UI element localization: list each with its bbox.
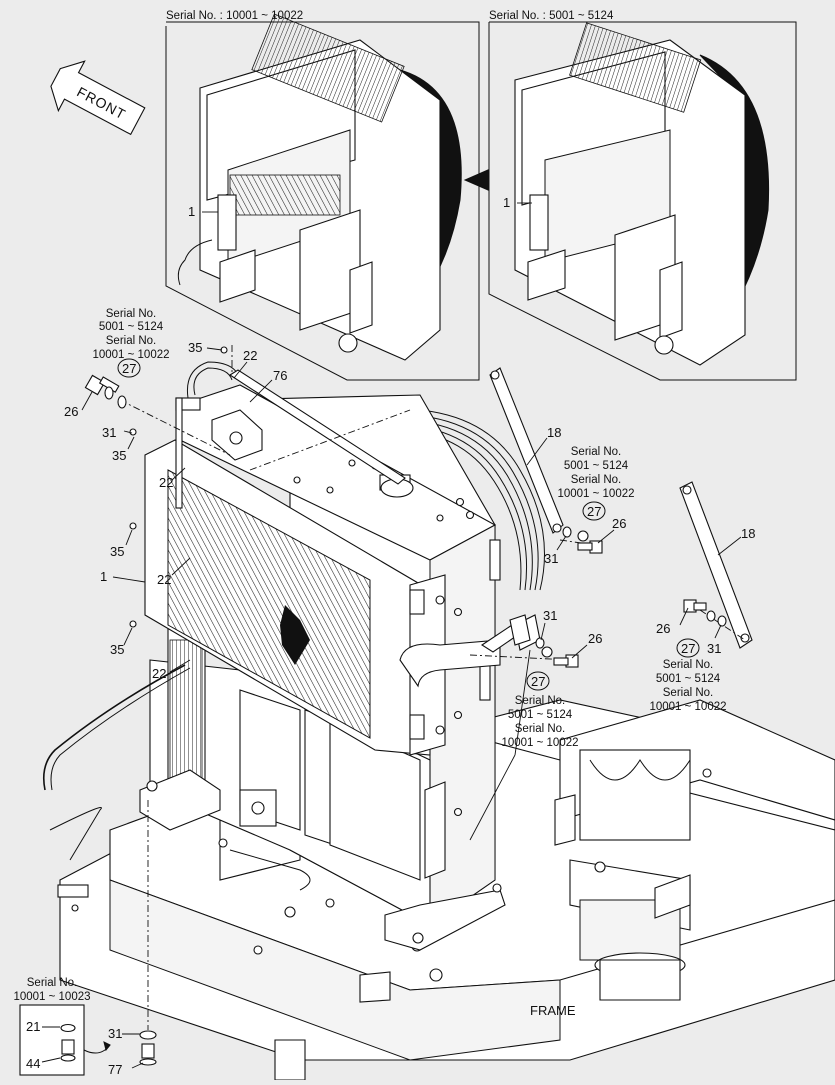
svg-text:Serial No.: Serial No. [515, 695, 566, 707]
upper-hose [399, 639, 501, 688]
callout-circle-27a [117, 358, 141, 378]
callout-circle-27c [526, 671, 550, 691]
svg-text:5001 ~ 5124: 5001 ~ 5124 [508, 709, 573, 721]
svg-text:Serial No.: Serial No. [106, 308, 157, 320]
callout-22b: 22 [159, 475, 173, 490]
diamond-mark [280, 605, 310, 665]
bolt-26c [553, 654, 579, 668]
svg-text:5001 ~ 5124: 5001 ~ 5124 [99, 321, 164, 333]
stay-rod-76 [228, 369, 406, 485]
callout-35a: 35 [112, 448, 126, 463]
serial-note-mid-center: Serial No. 5001 ~ 5124 Serial No. 10001 … [501, 695, 578, 749]
serial-box-bottom [19, 1004, 111, 1076]
inset-left-panel: Serial No. : 10001 ~ 10022 1 [165, 10, 480, 381]
serial-note-bottom-box: Serial No. 10001 ~ 10023 [13, 977, 90, 1003]
callout-18b: 18 [741, 526, 755, 541]
bolt-26a [84, 374, 120, 396]
callout-18a: 18 [547, 425, 561, 440]
callout-circle-27b [582, 501, 606, 521]
callout-22d: 22 [152, 666, 166, 681]
bolt-44 [61, 1039, 75, 1055]
leader-lines [41, 347, 742, 1069]
callout-35b: 35 [188, 340, 202, 355]
svg-text:Serial No.: Serial No. [515, 723, 566, 735]
callout-27a: 27 [122, 361, 136, 376]
serial-note-top-left: Serial No. 5001 ~ 5124 Serial No. 10001 … [92, 308, 169, 361]
callout-31b: 31 [544, 551, 558, 566]
callout-22a: 22 [243, 348, 257, 363]
callout-44: 44 [26, 1056, 40, 1071]
callout-circle-27d [676, 638, 700, 658]
svg-text:Serial No.: Serial No. [571, 446, 622, 458]
fan-shroud-dark-right [699, 54, 770, 301]
compare-arrow [463, 169, 489, 191]
svg-text:Serial No.: Serial No. [27, 977, 78, 989]
svg-text:Serial No.: Serial No. [663, 659, 714, 671]
callout-27b: 27 [587, 504, 601, 519]
bolt-26d [683, 599, 707, 613]
svg-text:10001 ~ 10022: 10001 ~ 10022 [501, 737, 578, 749]
inset-right-serial: Serial No. : 5001 ~ 5124 [489, 10, 614, 22]
washer-27c [541, 646, 553, 658]
callout-26a: 26 [64, 404, 78, 419]
bolt-26b [577, 540, 603, 554]
radiator-assembly [139, 384, 545, 951]
front-direction-arrow: FRONT [50, 60, 146, 136]
washer-31b [562, 526, 572, 538]
washer-31c [535, 637, 545, 649]
washer-27b [577, 530, 589, 542]
callout-27c: 27 [531, 674, 545, 689]
svg-text:5001 ~ 5124: 5001 ~ 5124 [656, 673, 721, 685]
callout-35c: 35 [110, 544, 124, 559]
callout-1: 1 [100, 569, 107, 584]
washer-31a [117, 395, 127, 409]
drain-hose [42, 664, 186, 791]
svg-text:10001 ~ 10022: 10001 ~ 10022 [557, 488, 634, 500]
svg-text:Serial No.: Serial No. [663, 687, 714, 699]
callout-26b: 26 [612, 516, 626, 531]
inset-right-callout-1: 1 [503, 195, 510, 210]
serial-note-mid-right: Serial No. 5001 ~ 5124 Serial No. 10001 … [557, 446, 634, 500]
callout-22c: 22 [157, 572, 171, 587]
washer-31e [139, 1030, 157, 1040]
inset-right-panel: Serial No. : 5001 ~ 5124 1 [488, 10, 797, 381]
inset-left-callout-1: 1 [188, 204, 195, 219]
stay-rod-18a [489, 367, 564, 534]
callout-76: 76 [273, 368, 287, 383]
washer-21 [60, 1023, 76, 1033]
callout-labels: 26 27 31 35 35 22 76 22 35 1 22 35 22 18… [26, 340, 755, 1077]
svg-text:5001 ~ 5124: 5001 ~ 5124 [564, 460, 629, 472]
svg-text:10001 ~ 10023: 10001 ~ 10023 [13, 991, 90, 1003]
stay-rod-18b [679, 481, 753, 649]
bolt-77 [139, 1043, 157, 1066]
serial-note-far-right: Serial No. 5001 ~ 5124 Serial No. 10001 … [649, 659, 726, 713]
callout-31a: 31 [102, 425, 116, 440]
callout-21: 21 [26, 1019, 40, 1034]
svg-text:10001 ~ 10022: 10001 ~ 10022 [92, 349, 169, 361]
callout-77: 77 [108, 1062, 122, 1077]
callout-27d: 27 [681, 641, 695, 656]
callout-26d: 26 [656, 621, 670, 636]
inset-left-serial: Serial No. : 10001 ~ 10022 [166, 10, 303, 22]
callout-31d: 31 [707, 641, 721, 656]
callout-31c: 31 [543, 608, 557, 623]
frame-label: FRAME [530, 1003, 576, 1018]
callout-26c: 26 [588, 631, 602, 646]
svg-text:10001 ~ 10022: 10001 ~ 10022 [649, 701, 726, 713]
svg-text:Serial No.: Serial No. [571, 474, 622, 486]
svg-text:Serial No.: Serial No. [106, 335, 157, 347]
callout-31e: 31 [108, 1026, 122, 1041]
washer-27a [104, 386, 114, 400]
callout-35d: 35 [110, 642, 124, 657]
